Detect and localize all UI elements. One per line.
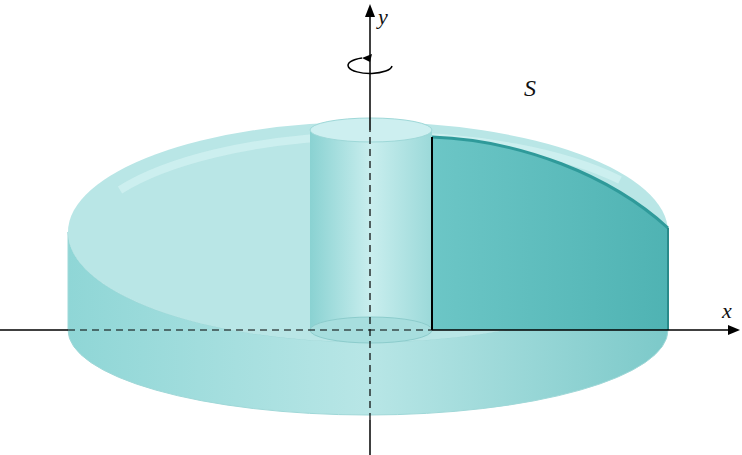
cross-section-edge	[667, 228, 669, 330]
hole-wall	[310, 130, 432, 330]
y-axis	[369, 14, 371, 130]
axis-label: S	[524, 76, 536, 100]
x-axis	[432, 329, 732, 331]
x-axis	[0, 329, 68, 331]
x-axis-hidden	[68, 329, 432, 330]
y-axis	[369, 420, 371, 455]
axis-label: y	[378, 6, 388, 28]
cross-section	[432, 137, 668, 330]
section-line	[431, 137, 433, 330]
y-axis-hidden	[369, 130, 370, 420]
arrowhead	[362, 54, 372, 62]
arrowhead	[728, 325, 740, 335]
cross-section-edge	[432, 137, 668, 228]
hole-top	[310, 118, 432, 142]
axis-label: x	[722, 300, 732, 322]
arrowhead	[365, 4, 375, 17]
top-surface	[68, 122, 668, 342]
